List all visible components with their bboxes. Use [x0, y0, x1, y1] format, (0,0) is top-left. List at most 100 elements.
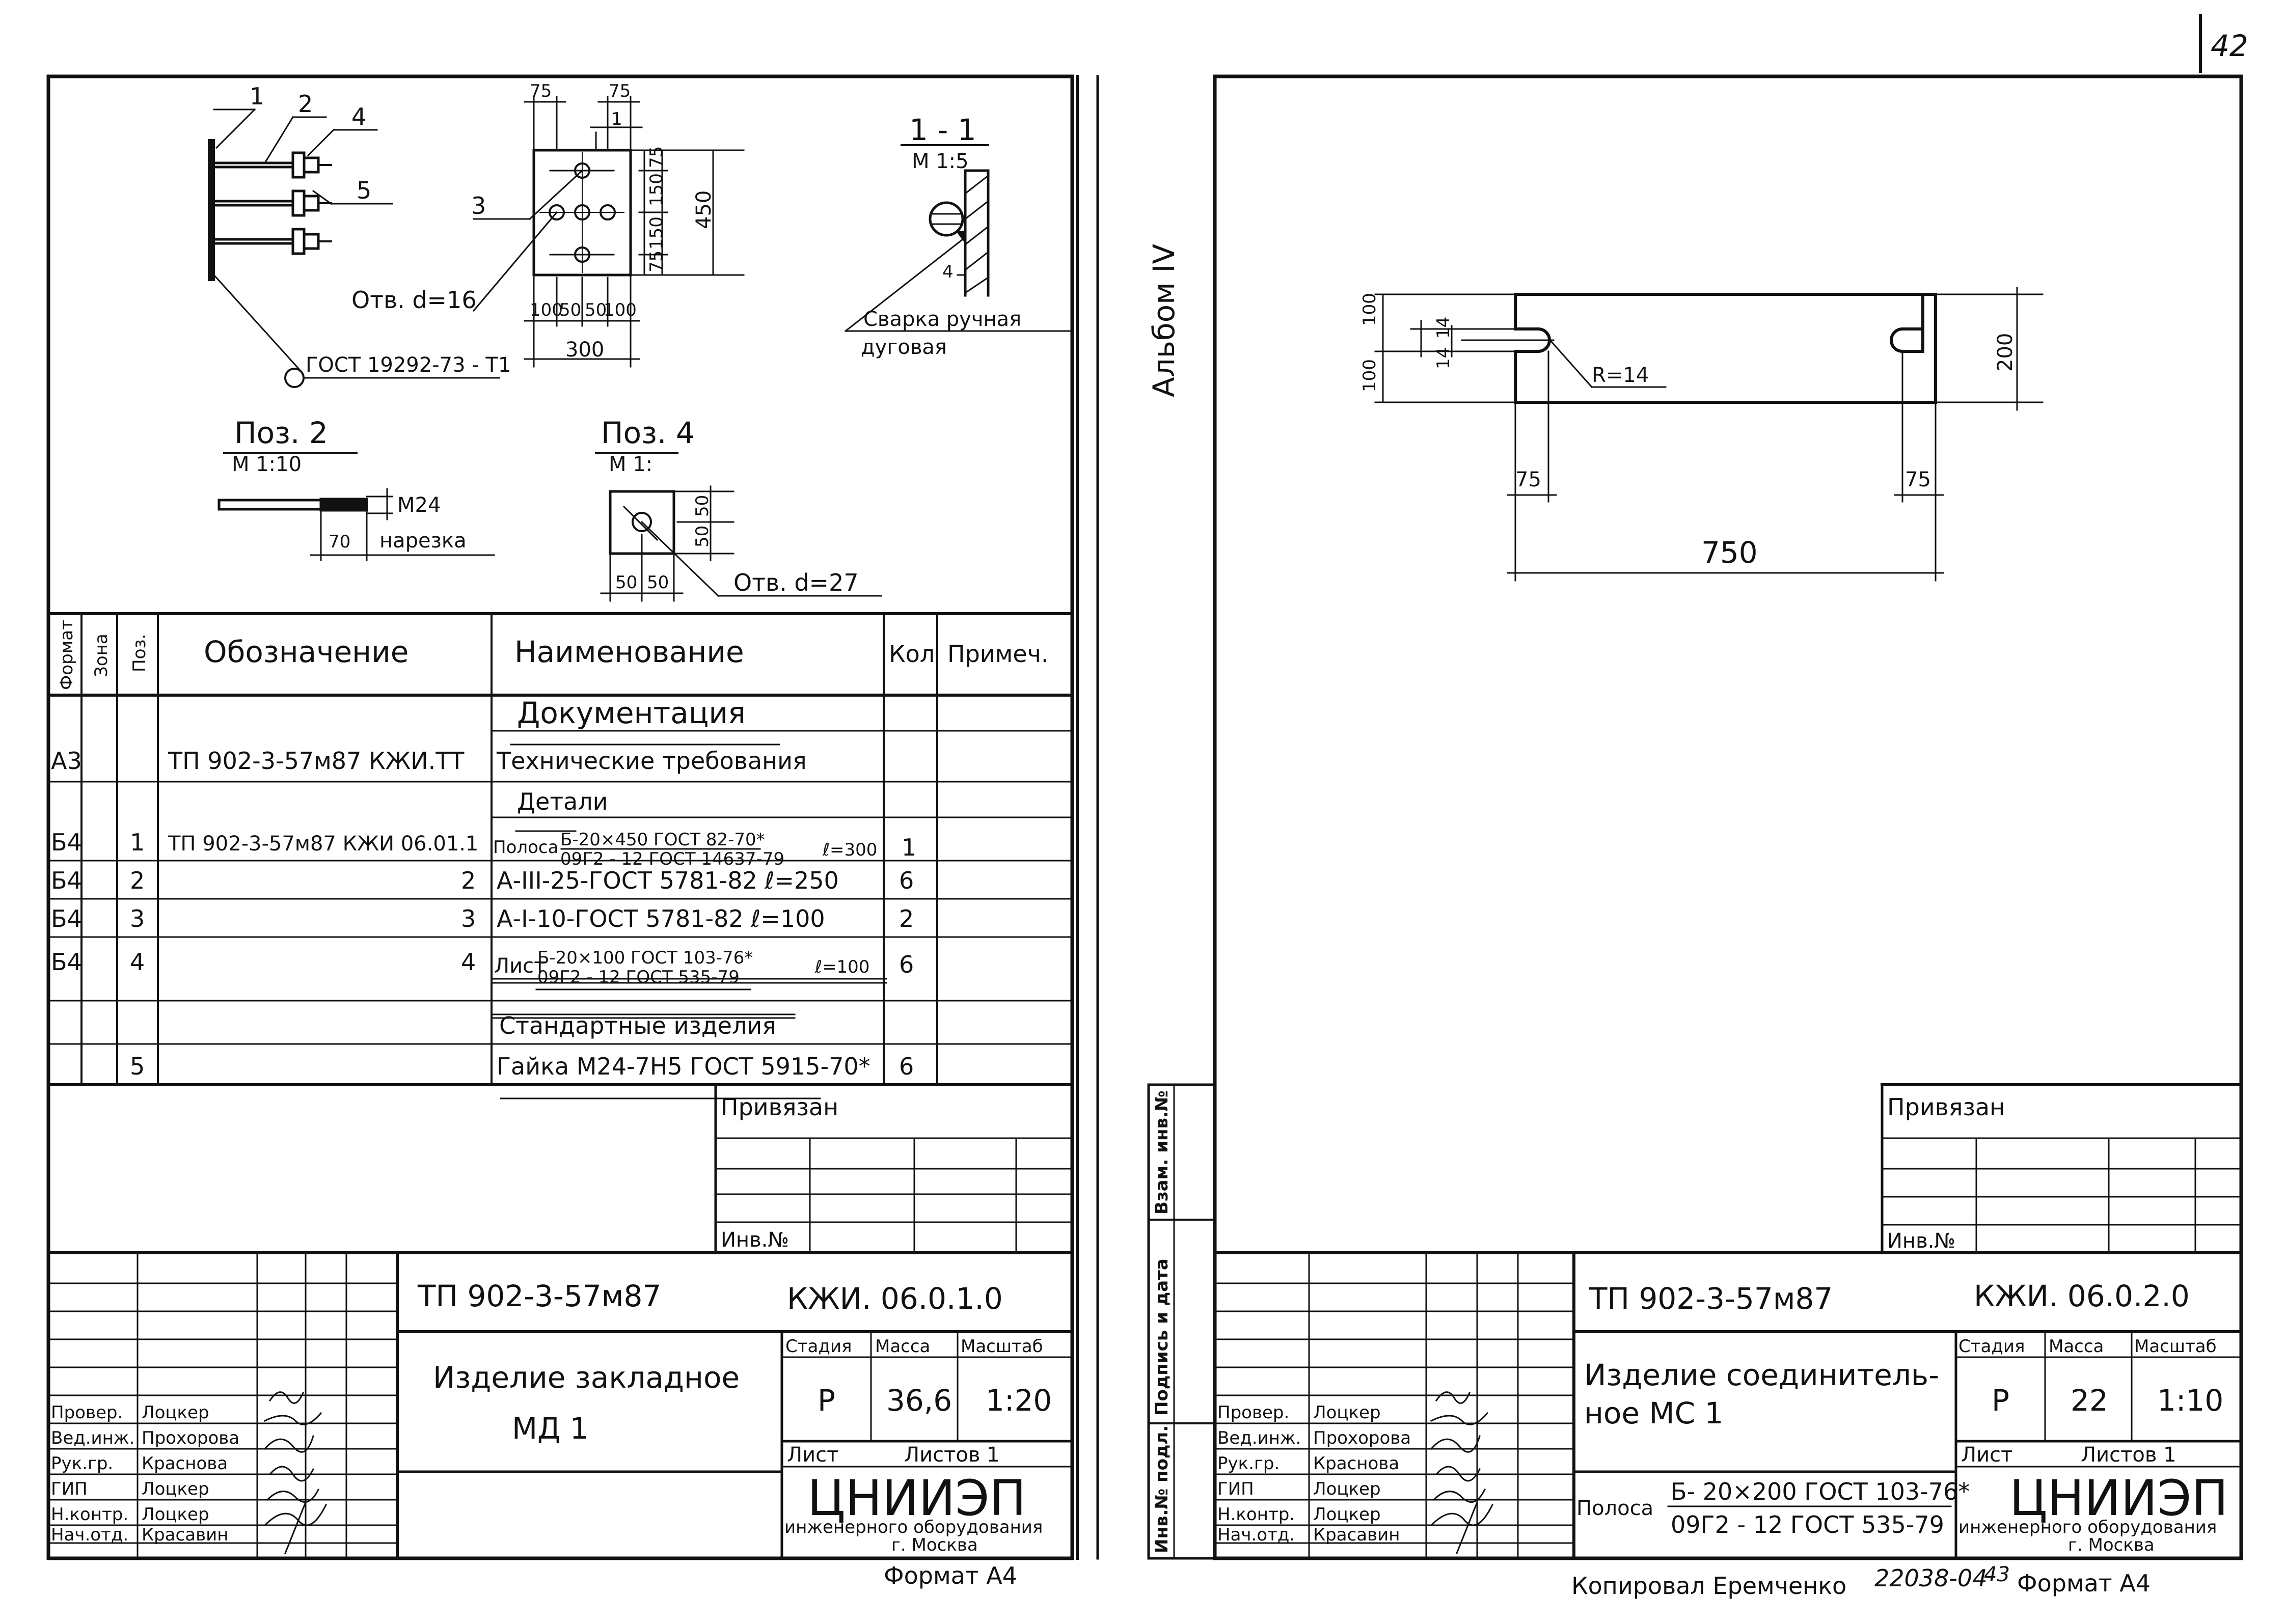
side-label-2: Подпись и дата	[1152, 1258, 1172, 1416]
left-role-4: Н.контр.	[51, 1504, 128, 1525]
right-role-5: Нач.отд.	[1217, 1525, 1295, 1545]
right-org: ЦНИИЭП	[2009, 1470, 2228, 1527]
dim-75a: 75	[530, 81, 552, 101]
right-scale-h: Масштаб	[2134, 1336, 2217, 1357]
r4-designation: 3	[461, 905, 476, 932]
r4-format: Б4	[51, 905, 82, 932]
right-name-3: Лоцкер	[1313, 1479, 1381, 1499]
right-name-0: Лоцкер	[1313, 1402, 1381, 1423]
r2-format: Б4	[51, 829, 82, 856]
left-scale: 1:20	[986, 1383, 1052, 1418]
right-format: Формат А4	[2017, 1570, 2151, 1597]
r3-designation: 2	[461, 867, 476, 894]
right-code: ТП 902-3-57м87	[1589, 1281, 1833, 1316]
right-name-4: Лоцкер	[1313, 1504, 1381, 1525]
callout-5: 5	[357, 177, 371, 204]
right-strip-num: Б- 20×200 ГОСТ 103-76*	[1671, 1478, 1970, 1505]
dim-50a: 50	[559, 300, 581, 320]
hdr-zone: Зона	[91, 634, 112, 677]
r3-pos: 2	[130, 867, 145, 894]
order-code: 22038-04	[1874, 1564, 1987, 1592]
right-sheet-h: Лист	[1961, 1443, 2012, 1467]
left-tied: Привязан	[721, 1093, 838, 1121]
r1-designation: ТП 902-3-57м87 КЖИ.ТТ	[168, 747, 465, 775]
dim-100b: 100	[604, 300, 637, 320]
r-dim-75b: 75	[1905, 468, 1931, 491]
r5-qty: 6	[899, 951, 914, 978]
right-role-1: Вед.инж.	[1217, 1428, 1301, 1448]
left-format: Формат А4	[884, 1562, 1017, 1589]
dim-1: 1	[611, 109, 622, 129]
page-number: 42	[2211, 29, 2248, 63]
dim-75v2: 75	[646, 251, 667, 272]
right-name-2: Краснова	[1313, 1453, 1399, 1474]
right-mass: 22	[2071, 1383, 2108, 1418]
weld-size: 4	[942, 262, 954, 282]
right-org-sub2: г. Москва	[2068, 1535, 2155, 1555]
dim-150a: 150	[646, 173, 667, 206]
r-dim-100b: 100	[1359, 359, 1380, 392]
left-role-3: ГИП	[51, 1479, 88, 1499]
right-stage-h: Стадия	[1958, 1336, 2025, 1357]
left-stage: Р	[818, 1383, 835, 1418]
left-name-1: Прохорова	[142, 1428, 239, 1448]
left-sheet-h: Лист	[787, 1443, 838, 1467]
dim-150b: 150	[646, 216, 667, 250]
pos4-scale: М 1:	[609, 453, 652, 476]
pos4-50d: 50	[647, 572, 669, 593]
left-scale-h: Масштаб	[961, 1336, 1043, 1357]
r-dim-75a: 75	[1515, 468, 1541, 491]
pos4-50b: 50	[692, 526, 713, 547]
left-stage-h: Стадия	[785, 1336, 852, 1357]
dim-100a: 100	[530, 300, 563, 320]
r2-den: 09Г2 - 12 ГОСТ 14637-79	[560, 849, 784, 869]
right-role-4: Н.контр.	[1217, 1504, 1295, 1525]
album-label: Альбом IV	[1147, 244, 1181, 397]
callout-3: 3	[471, 192, 486, 219]
r-dim-14a: 14	[1433, 317, 1454, 339]
right-role-0: Провер.	[1217, 1402, 1289, 1423]
r2-pos: 1	[130, 829, 145, 856]
r6-name: Гайка М24-7Н5 ГОСТ 5915-70*	[497, 1053, 870, 1080]
left-sheets-h: Листов 1	[904, 1443, 1000, 1467]
right-doc-code: КЖИ. 06.0.2.0	[1974, 1279, 2190, 1313]
side-label-3: Инв.№ подл.	[1152, 1425, 1172, 1553]
r4-pos: 3	[130, 905, 145, 932]
pos4-title: Поз. 4	[601, 416, 695, 450]
sec-standard: Стандартные изделия	[499, 1012, 776, 1039]
left-role-1: Вед.инж.	[51, 1428, 134, 1448]
right-mass-h: Масса	[2049, 1336, 2104, 1357]
callout-4: 4	[351, 103, 366, 130]
right-tied: Привязан	[1887, 1093, 2005, 1121]
gost-label: ГОСТ 19292-73 - Т1	[306, 353, 511, 377]
r1-format: А3	[51, 747, 82, 775]
left-name-5: Красавин	[142, 1525, 228, 1545]
r5-designation: 4	[461, 948, 476, 976]
r-dim-200: 200	[1994, 333, 2017, 372]
dim-450: 450	[692, 190, 716, 229]
right-strip-pre: Полоса	[1576, 1497, 1653, 1520]
r-radius: R=14	[1592, 364, 1649, 387]
left-mass-h: Масса	[875, 1336, 930, 1357]
callout-1: 1	[250, 82, 264, 110]
left-title-2: МД 1	[512, 1411, 589, 1446]
r4-qty: 2	[899, 905, 914, 932]
r5-den: 09Г2 - 12 ГОСТ 535-79	[537, 967, 740, 987]
side-label-1: Взам. инв.№	[1152, 1090, 1172, 1215]
left-role-0: Провер.	[51, 1402, 123, 1423]
right-role-3: ГИП	[1217, 1479, 1254, 1499]
right-stage: Р	[1992, 1383, 2009, 1418]
hdr-note: Примеч.	[947, 640, 1049, 668]
r3-qty: 6	[899, 867, 914, 894]
right-inv: Инв.№	[1887, 1229, 1955, 1253]
dim-50b: 50	[585, 300, 607, 320]
hdr-format: Формат	[57, 620, 77, 690]
left-role-2: Рук.гр.	[51, 1453, 113, 1474]
pos2-70: 70	[329, 532, 350, 552]
left-org-sub1: инженерного оборудования	[784, 1517, 1043, 1537]
r5-pos: 4	[130, 948, 145, 976]
dim-75b: 75	[609, 81, 631, 101]
r3-name: А-III-25-ГОСТ 5781-82 ℓ=250	[497, 867, 839, 894]
left-name-4: Лоцкер	[142, 1504, 209, 1525]
